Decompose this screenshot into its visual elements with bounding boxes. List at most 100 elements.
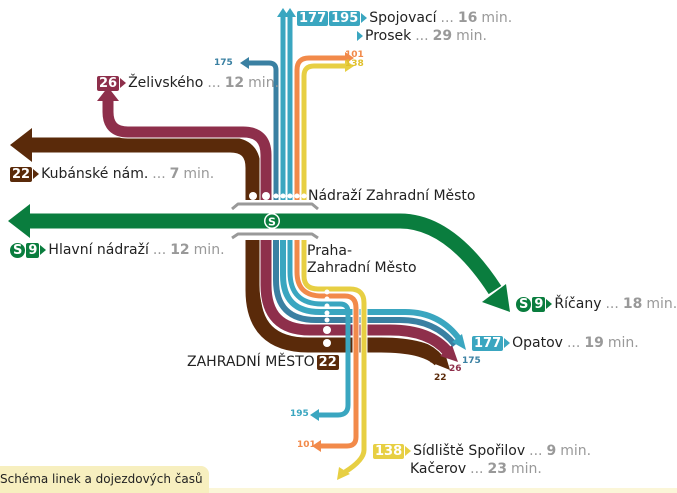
- line-badge-22: 22: [10, 166, 33, 182]
- destination-zelivskeho: 26 Želivského ... 12 min.: [97, 75, 279, 91]
- platform-upper: [231, 202, 319, 211]
- s-badge-icon: S: [10, 242, 26, 258]
- stop-name: ZAHRADNÍ MĚSTO: [187, 354, 315, 370]
- travel-time: 29: [432, 28, 453, 44]
- travel-time: 23: [487, 461, 507, 477]
- direction-icon: [361, 13, 368, 23]
- direction-icon: [120, 78, 127, 88]
- destination-name: Opatov: [512, 335, 563, 351]
- time-unit: min.: [607, 335, 639, 351]
- line-177-arrow-south: [452, 334, 466, 350]
- travel-time: 12: [224, 75, 245, 91]
- travel-time: 7: [169, 166, 180, 182]
- ellipsis: ...: [566, 335, 581, 351]
- line-badge-22: 22: [316, 354, 339, 370]
- travel-time: 19: [584, 335, 604, 351]
- ellipsis: ...: [152, 242, 167, 258]
- footer-bar: [0, 488, 677, 493]
- destination-name: Sídliště Spořilov: [413, 443, 526, 459]
- line-badge-177: 177: [472, 335, 504, 351]
- line-101-arrow: [345, 52, 354, 64]
- line-badge-s9: 9: [26, 242, 40, 258]
- line-22-north: [30, 137, 261, 200]
- time-unit: min.: [510, 461, 542, 477]
- line-101-south: [294, 240, 359, 449]
- line-101-north: [294, 55, 346, 200]
- direction-icon: [40, 245, 47, 255]
- line-badge-s9: 9: [532, 296, 546, 312]
- label-22-right: 22: [434, 373, 447, 383]
- destination-name: Kačerov: [410, 461, 467, 477]
- ellipsis: ...: [415, 28, 429, 44]
- station-praha-zahradni-mesto-2: Zahradní Město: [307, 260, 417, 276]
- label-138-top: 138: [345, 59, 364, 69]
- destination-name: Želivského: [128, 75, 204, 91]
- stop-dots-upper: [249, 192, 307, 200]
- direction-icon: [546, 299, 553, 309]
- time-unit: min.: [560, 443, 592, 459]
- label-101-top: 101: [345, 50, 364, 60]
- travel-time: 12: [170, 242, 190, 258]
- destination-name: Hlavní nádraží: [48, 242, 149, 258]
- ellipsis: ...: [152, 166, 166, 182]
- destination-hlavni: S 9 Hlavní nádraží ... 12 min.: [10, 242, 225, 258]
- line-195-south: [287, 240, 351, 418]
- line-138-north: [300, 62, 346, 200]
- line-s9-arrow-east: [482, 284, 510, 312]
- line-26-arrow-north: [97, 87, 119, 101]
- line-badge-138: 138: [373, 443, 405, 459]
- line-26-south: [260, 240, 453, 356]
- line-195-arrow-south: [310, 409, 319, 421]
- destination-sporilov: 138 Sídliště Spořilov ... 9 min.: [373, 443, 591, 459]
- time-unit: min.: [646, 296, 677, 312]
- footer-tab[interactable]: Schéma linek a dojezdových časů: [0, 466, 209, 493]
- station-praha-zahradni-mesto-1: Praha-: [307, 243, 353, 259]
- line-26-north: [102, 100, 272, 200]
- label-26-right: 26: [449, 364, 462, 374]
- line-badge-195: 195: [329, 10, 361, 26]
- ellipsis: ...: [529, 443, 543, 459]
- label-175-top: 175: [214, 58, 233, 68]
- stop-zahradni-mesto: ZAHRADNÍ MĚSTO 22: [187, 354, 340, 370]
- line-175-arrow: [240, 57, 249, 69]
- travel-time: 18: [622, 296, 643, 312]
- platform-lower: [231, 232, 319, 240]
- line-138-south: [301, 240, 367, 475]
- line-26-arrow-south: [440, 345, 458, 362]
- line-138-arrow: [345, 60, 354, 72]
- time-unit: min.: [193, 242, 225, 258]
- direction-icon: [504, 338, 511, 348]
- label-101-bottom: 101: [297, 440, 316, 450]
- travel-time: 9: [546, 443, 557, 459]
- line-101-arrow-south: [312, 440, 321, 452]
- destination-name: Prosek: [365, 28, 412, 44]
- time-unit: min.: [183, 166, 215, 182]
- line-22-arrow-west: [10, 128, 32, 162]
- travel-time: 16: [457, 10, 478, 26]
- line-22-south: [245, 240, 446, 366]
- line-195-arrow: [284, 8, 296, 17]
- line-175-south: [273, 240, 458, 347]
- destination-name: Spojovací: [369, 10, 437, 26]
- ellipsis: ...: [605, 296, 619, 312]
- destination-kubanske: 22 Kubánské nám. ... 7 min.: [10, 166, 214, 182]
- s-icon: S: [268, 216, 276, 229]
- label-195-bottom: 195: [290, 409, 309, 419]
- destination-prosek: Prosek ... 29 min.: [357, 28, 487, 44]
- line-177-south: [280, 240, 463, 342]
- time-unit: min.: [456, 28, 487, 44]
- line-138-arrow-south: [337, 467, 350, 480]
- stop-dots-lower: [323, 289, 331, 347]
- label-175-right: 175: [462, 356, 481, 366]
- time-unit: min.: [481, 10, 513, 26]
- ellipsis: ...: [470, 461, 484, 477]
- destination-opatov: 177 Opatov ... 19 min.: [472, 335, 639, 351]
- line-badge-26: 26: [97, 75, 120, 91]
- direction-icon: [33, 169, 40, 179]
- destination-kacerov: Kačerov ... 23 min.: [410, 461, 542, 477]
- destination-spojovaci: 177 195 Spojovací ... 16 min.: [297, 10, 512, 26]
- station-nadrazi-zahradni-mesto: Nádraží Zahradní Město: [308, 188, 476, 204]
- s-icon-ring: [265, 214, 279, 228]
- line-138-north: [301, 63, 346, 200]
